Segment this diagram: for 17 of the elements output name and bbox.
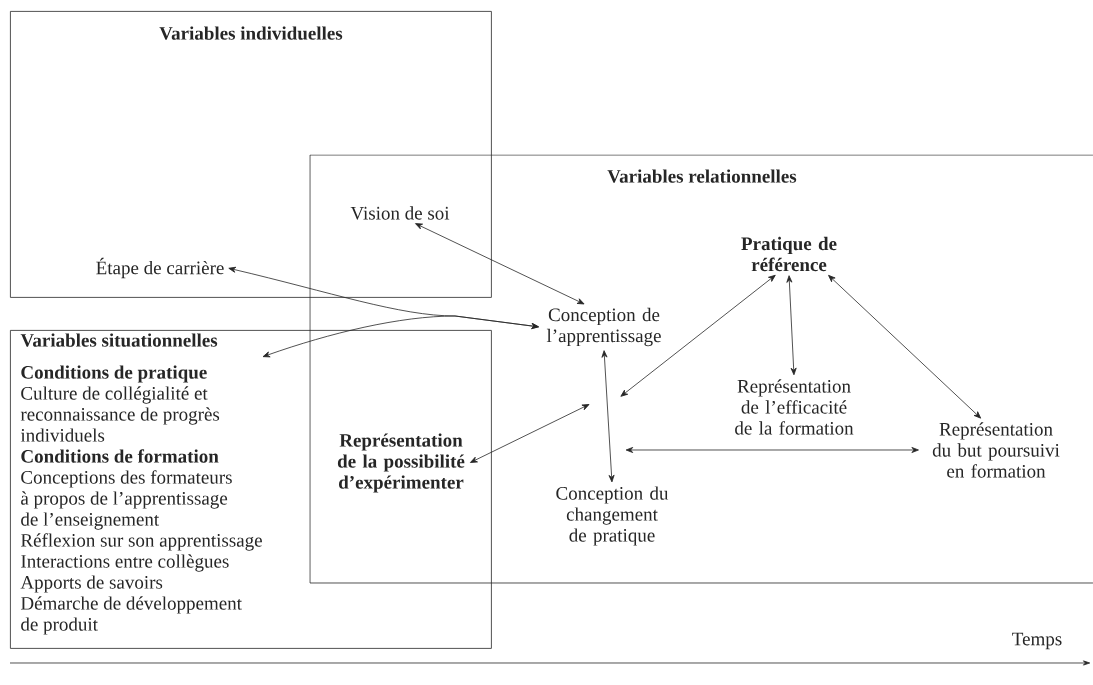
node-label: Conception de l’apprentissage xyxy=(546,307,661,347)
double-arrow xyxy=(415,223,585,305)
double-arrow xyxy=(625,447,919,453)
node-label: Représentation de la possibilité d’expérimenter xyxy=(337,433,465,493)
double-arrow xyxy=(601,350,615,483)
node-label: Pratique de référence xyxy=(741,236,837,272)
double-arrow xyxy=(620,274,776,397)
double-arrow xyxy=(470,404,590,463)
node-label: Représentation du but poursuivi en formation xyxy=(932,422,1060,478)
axis-label: Temps xyxy=(1012,632,1062,650)
node-label: Conception du changement de pratique xyxy=(556,486,669,546)
node-label: Étape de carrière xyxy=(96,257,224,279)
node-label: Vision de soi xyxy=(350,206,450,220)
branching-arrow xyxy=(228,266,539,358)
double-arrow xyxy=(786,275,797,376)
double-arrow xyxy=(828,274,982,419)
node-label: Représentation de l’efficacité de la formation xyxy=(735,379,854,435)
